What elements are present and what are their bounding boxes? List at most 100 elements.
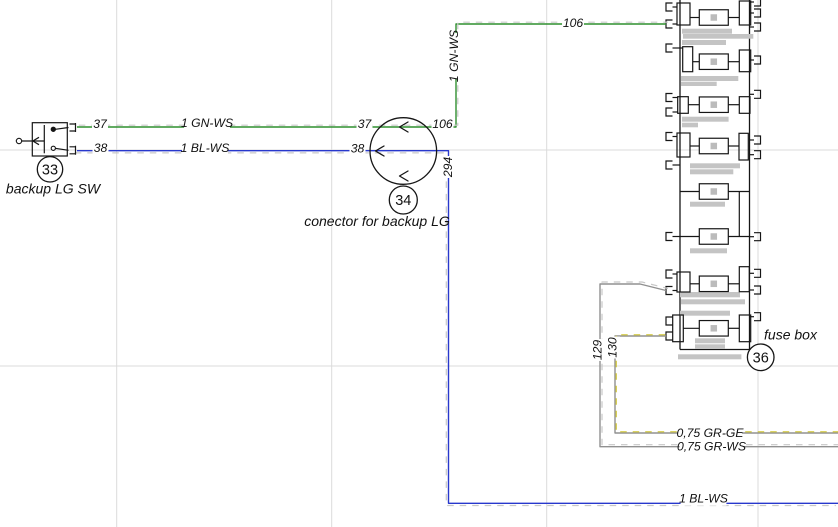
wire-label-bg [184,115,230,131]
wire-label-group: 0,75 GR-WS [677,438,746,454]
fusebox-terminal-right [754,285,762,295]
wire-075-gr-ge [614,335,838,434]
wire-label: 38 [351,141,365,155]
fusebox-terminal-left [665,92,673,103]
switch-contact-open [50,145,56,151]
switch-arrow [32,136,40,146]
wire-label-group: 38 [349,140,366,156]
ref-number: 34 [395,193,411,209]
wire-label: 0,75 GR-WS [677,440,746,454]
wire-label-bg [349,140,366,156]
fuse-value-placeholder [710,280,718,288]
wire-label-bg [356,115,373,132]
wire-label-group: 1 BL-WS [679,490,728,506]
redacted-label-bar [681,76,739,81]
fusebox-terminal-right [754,0,762,7]
wire-label: 1 BL-WS [181,141,230,155]
wire-label: 1 BL-WS [679,491,728,505]
switch-terminal-bracket [69,145,77,155]
component-layer [15,117,438,185]
redacted-label-bar [690,248,727,254]
fuse-block [676,2,691,26]
wire-label-group: 294 [440,156,456,178]
fusebox-terminal-left [665,107,673,117]
fusebox-terminal-right [754,268,762,278]
component-caption: fuse box [764,326,818,342]
redacted-label-bar [681,81,717,86]
fusebox-terminal-right [754,22,762,32]
ref-number: 36 [753,351,769,367]
wire-label: 106 [432,117,453,131]
redacted-label-bar [682,116,729,122]
redacted-label-bar [690,169,734,175]
fuse-value-placeholder [710,58,718,65]
fuse-value-placeholder [710,142,718,150]
component-caption-group: conector for backup LG [304,213,450,229]
wire-label-bg [589,339,605,361]
wire-1-gn-ws-dash [78,21,668,126]
switch-terminal-bracket [69,123,77,132]
wire-1-gn-ws [77,23,666,128]
fuse-block [677,96,689,114]
wire-label-bg [182,140,228,156]
fusebox-terminal-right [754,150,762,160]
fusebox-terminal-left [665,19,673,29]
wire-label: 1 GN-WS [181,116,233,130]
fusebox-terminal-left [665,331,673,341]
redacted-label-bar [682,122,698,128]
fuse-box [665,0,762,360]
redacted-label-bar [695,344,725,349]
component-caption-group: backup LG SW [6,180,102,196]
fuse-value-placeholder [710,325,718,332]
wire-label-group: 129 [589,339,605,361]
wire-label: 1 GN-WS [447,30,461,82]
redacted-label-bar [690,163,740,169]
backup-lg-switch-body [31,122,68,157]
switch-contact-closed [50,126,56,132]
fusebox-terminal-left [665,2,673,12]
wire-label: 130 [606,337,620,358]
fuse-value-placeholder [710,101,718,108]
fusebox-terminal-left [665,160,673,170]
wire-1-bl-ws [77,149,838,504]
ref-circle [36,155,64,183]
wire-label: 37 [93,117,108,131]
wire-label-group: 0,75 GR-GE [676,425,744,441]
fuse-block [738,49,752,73]
fuse-block [676,132,691,158]
wire-label-bg [92,140,109,156]
wire-label-bg [678,425,742,441]
fusebox-terminal-left [665,269,673,279]
wire-label: 129 [590,340,604,361]
component-caption: conector for backup LG [304,213,450,229]
switch-contact-line [55,126,69,130]
wire-label-group: 1 GN-WS [181,115,233,131]
fusebox-terminal-left [665,316,673,326]
wire-label: 0,75 GR-GE [676,426,744,440]
fuse-block [738,96,751,114]
fuse-block [672,314,684,343]
component-caption-group: fuse box [764,326,818,342]
fuse-block [682,46,694,73]
redacted-label-bar [690,201,725,207]
wire-label: 37 [358,117,373,131]
wire-label-group: 37 [92,115,108,132]
fusebox-terminal-right [754,55,762,65]
fusebox-terminal-right [754,135,762,145]
fuse-block [738,132,749,161]
redacted-label-bar [683,34,754,39]
ref-number: 33 [42,163,58,179]
fusebox-terminal-right [754,232,762,242]
redacted-label-bar [678,354,742,360]
fuse-value-placeholder [710,14,718,21]
wire-label-bg [440,156,456,178]
wire-label-group: 1 GN-WS [445,30,462,82]
switch-input-terminal [15,137,23,145]
switch-contact-line [55,147,69,151]
connector-pin [398,121,409,133]
wire-label-bg [680,490,727,506]
redacted-label-bar [680,292,740,298]
fuse-block [676,271,691,293]
